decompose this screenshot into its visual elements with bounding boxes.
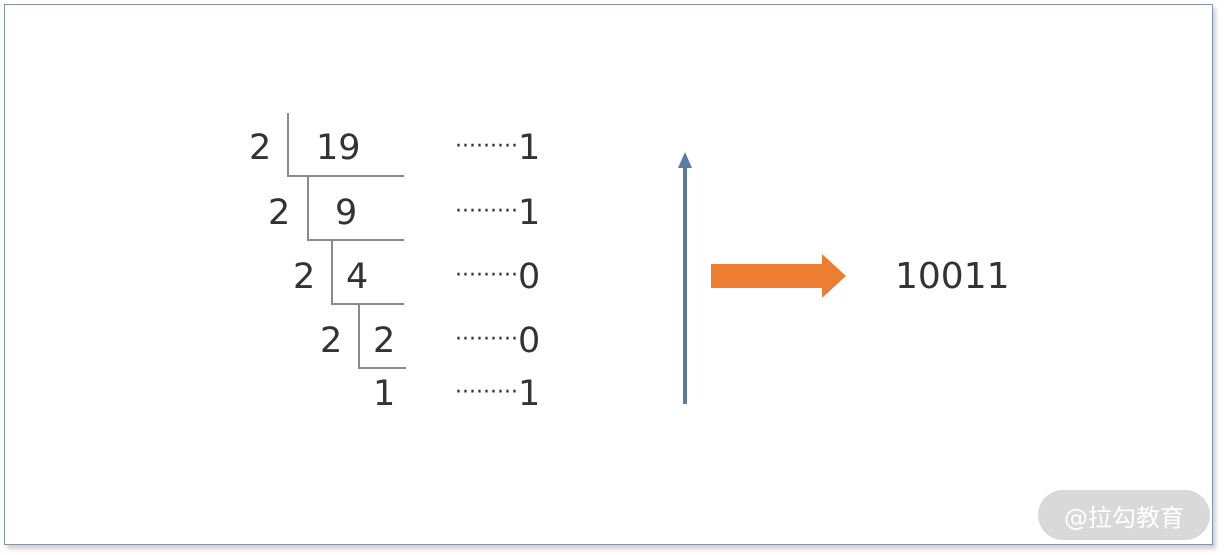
division-bracket-vertical-1 [287, 113, 289, 176]
remainder-row-4: ·········0 [455, 324, 540, 359]
remainder-row-3: ·········0 [455, 260, 540, 295]
division-bracket-vertical-4 [358, 303, 360, 368]
remainder-row-2: ·········1 [455, 196, 540, 231]
dot-leader: ········· [455, 380, 518, 405]
divisor-2: 2 [268, 193, 291, 233]
divisor-3: 2 [293, 257, 316, 297]
remainder-2: 1 [517, 193, 541, 233]
division-bracket-vertical-3 [331, 239, 333, 304]
remainder-4: 0 [517, 321, 541, 361]
remainder-row-5: ·········1 [455, 377, 540, 412]
watermark: @拉勾教育 [1038, 490, 1210, 540]
final-quotient: 1 [373, 374, 396, 414]
division-bracket-horizontal-1 [287, 175, 404, 177]
divisor-4: 2 [320, 321, 343, 361]
division-bracket-horizontal-4 [358, 367, 406, 369]
dot-leader: ········· [455, 199, 518, 224]
right-arrow [711, 254, 846, 298]
dot-leader: ········· [455, 134, 518, 159]
dot-leader: ········· [455, 327, 518, 352]
up-arrow [678, 152, 692, 404]
binary-result: 10011 [895, 256, 1010, 297]
diagram-frame [4, 4, 1213, 545]
divisor-1: 2 [249, 128, 272, 168]
division-bracket-horizontal-3 [331, 303, 404, 305]
dividend-1: 19 [316, 128, 361, 168]
remainder-3: 0 [517, 257, 541, 297]
remainder-row-1: ·········1 [455, 131, 540, 166]
remainder-1: 1 [517, 128, 541, 168]
dot-leader: ········· [455, 263, 518, 288]
division-bracket-vertical-2 [307, 175, 309, 240]
dividend-4: 2 [373, 321, 396, 361]
division-bracket-horizontal-2 [307, 239, 404, 241]
remainder-5: 1 [517, 374, 541, 414]
dividend-3: 4 [346, 257, 369, 297]
dividend-2: 9 [335, 193, 358, 233]
